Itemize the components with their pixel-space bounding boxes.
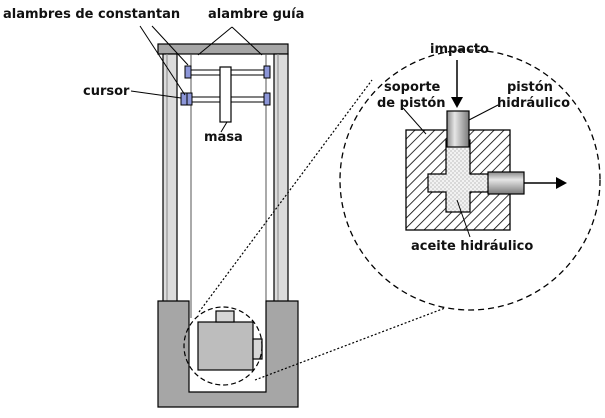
cursor-block-ll bbox=[180, 92, 188, 106]
projection-line-lower bbox=[254, 307, 446, 381]
label-impact: impacto bbox=[430, 42, 489, 57]
leader-constantan-2 bbox=[139, 25, 186, 96]
leader-constantan-1 bbox=[151, 25, 189, 66]
leader-cursor bbox=[130, 90, 182, 99]
leader-support bbox=[402, 107, 427, 135]
cursor-block-ur bbox=[263, 65, 271, 79]
cursor-block-lr bbox=[263, 92, 271, 106]
oil-chamber bbox=[427, 139, 494, 213]
label-guide-wire: alambre guía bbox=[208, 7, 304, 22]
mass-block bbox=[219, 66, 232, 123]
detail-view bbox=[339, 49, 601, 311]
impact-arrow bbox=[451, 60, 463, 108]
vertical-piston bbox=[446, 110, 470, 148]
detail-circle-small bbox=[183, 306, 263, 386]
base-frame bbox=[157, 300, 299, 408]
leader-oil bbox=[456, 199, 471, 238]
label-hydraulic-oil: aceite hidráulico bbox=[411, 239, 533, 254]
horizontal-piston bbox=[487, 171, 525, 195]
label-piston-support-2: de pistón bbox=[377, 96, 446, 111]
label-cursor: cursor bbox=[83, 84, 130, 99]
projection-line-upper bbox=[198, 79, 373, 313]
top-crossbar bbox=[157, 43, 289, 55]
drop-tower bbox=[157, 43, 299, 408]
leader-mass bbox=[220, 121, 228, 133]
leader-guide-2 bbox=[231, 26, 263, 56]
label-hydraulic-piston-2: hidráulico bbox=[497, 96, 570, 111]
sensor-piston-top bbox=[215, 310, 235, 323]
label-mass: masa bbox=[204, 130, 243, 145]
cursor-block-ll2 bbox=[186, 92, 193, 106]
sensor-box bbox=[197, 321, 254, 371]
label-constantan-wires: alambres de constantan bbox=[3, 7, 180, 22]
right-column bbox=[273, 53, 289, 303]
cursor-block-ul bbox=[184, 65, 192, 79]
output-arrow bbox=[524, 177, 567, 189]
leader-guide-1 bbox=[197, 26, 233, 56]
label-piston-support-1: soporte bbox=[384, 80, 441, 95]
leader-hyd-piston bbox=[468, 104, 499, 121]
left-column bbox=[162, 53, 178, 303]
label-hydraulic-piston-1: pistón bbox=[507, 80, 553, 95]
